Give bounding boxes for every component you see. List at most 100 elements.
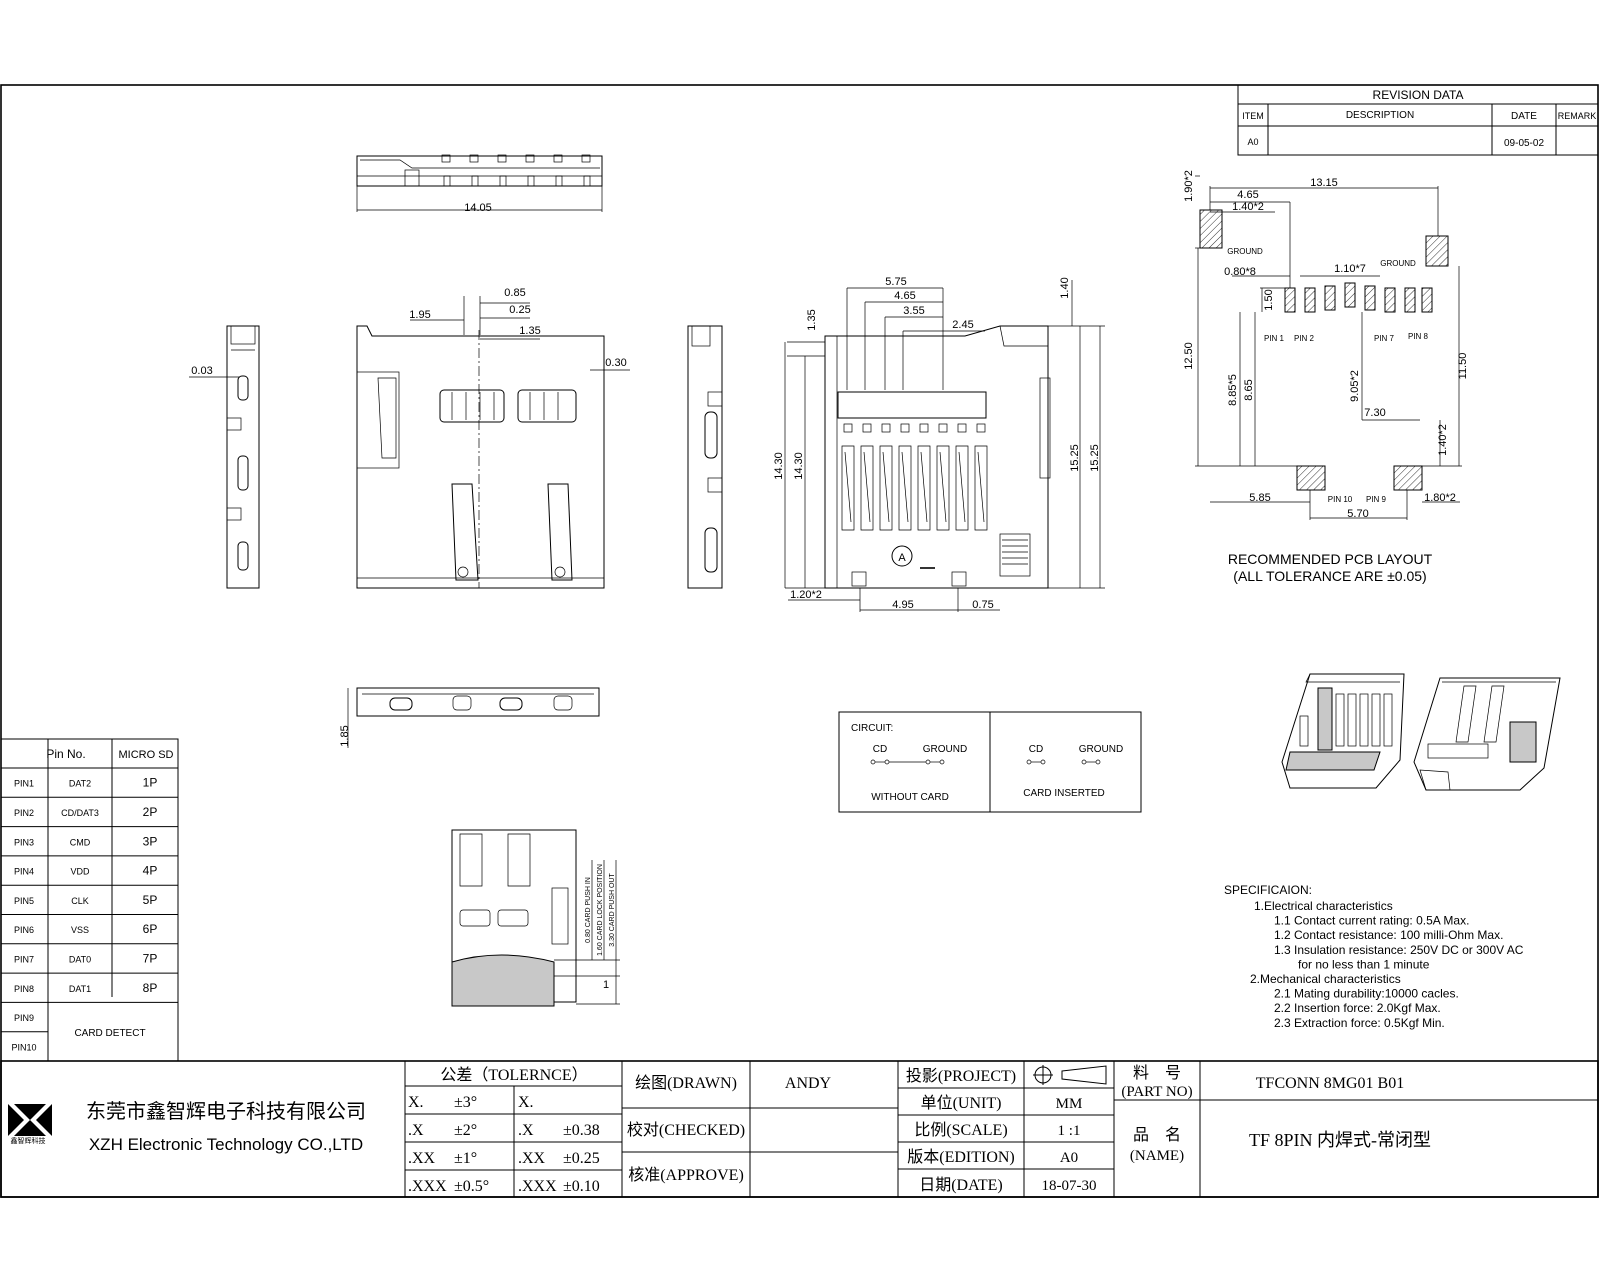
pcb-dim-885x5: 8.85*5 [1227,374,1239,406]
front-dim-5: 0.30 [605,357,626,369]
circuit-right-caption: CARD INSERTED [1023,788,1105,799]
revision-header-remark: REMARK [1558,111,1597,121]
pcb-dim-1250: 12.50 [1183,342,1195,370]
main-dim-1525a: 15.25 [1069,444,1081,472]
main-dim-140: 1.40 [1059,277,1071,298]
tolerance-cell: X. [518,1094,534,1111]
pcb-dim-730: 7.30 [1364,407,1385,419]
revision-row-item: A0 [1247,137,1258,147]
main-dim-1430b: 14.30 [793,452,805,480]
side-view-dim: 0.03 [191,365,212,377]
pcb-dim-140x2: 1.40*2 [1232,201,1264,213]
pin-table-pin: PIN10 [11,1042,36,1052]
approve-label: 核准(APPROVE) [628,1166,744,1184]
drawn-label: 绘图(DRAWN) [635,1074,737,1092]
revision-header-item: ITEM [1242,111,1264,121]
tolerance-cell: .X [518,1122,534,1139]
pin-table-sd: 5P [143,893,158,907]
circuit-title: CIRCUIT: [851,723,893,734]
pcb-layout: 13.15 4.65 1.40*2 1.90*2 0.80*8 1.10*7 1… [1183,170,1469,584]
spec-line: 2.1 Mating durability:10000 cacles. [1274,987,1459,1001]
pcb-dim-190x2: 1.90*2 [1183,170,1195,202]
pcb-label-pin1: PIN 1 [1264,334,1285,343]
front-dim-1: 0.85 [504,287,525,299]
front-dim-4: 1.35 [519,325,540,337]
tolerance-cell: X. [408,1094,424,1111]
pcb-dim-865: 8.65 [1243,379,1255,400]
pin-table-sd: 1P [143,776,158,790]
tolerance-cell: ±0.5° [454,1178,489,1195]
title-block: 鑫智辉科技 东莞市鑫智辉电子科技有限公司 XZH Electronic Tech… [0,1060,1599,1198]
pin-table-name: DAT1 [69,984,91,994]
pin-table-pin: PIN4 [14,867,34,877]
pin-table-pin: PIN8 [14,984,34,994]
revision-title: REVISION DATA [1373,88,1464,102]
company-name-cn: 东莞市鑫智辉电子科技有限公司 [86,1100,366,1123]
circuit-left-cd: CD [873,744,887,755]
part-no-sublabel: (PART NO) [1121,1084,1192,1100]
bottom-view: 1.85 [339,687,600,748]
specification: SPECIFICAION: 1.Electrical characteristi… [1224,883,1524,1030]
name-label: 品 名 [1133,1126,1181,1144]
main-dim-245: 2.45 [952,319,973,331]
pin-table-sd: 8P [143,981,158,995]
main-view: A 5.75 4.65 3.55 2.45 1.35 1.40 14.30 14 [773,276,1105,612]
tolerance-cell: ±0.10 [563,1178,600,1195]
pin-table-pin: PIN9 [14,1013,34,1023]
sheet-border [0,84,1599,1198]
unit-value: MM [1056,1096,1083,1112]
pin-table-pin: PIN6 [14,925,34,935]
company-logo [8,1104,52,1136]
main-view-marker-circle [891,545,913,567]
main-dim-120: 1.20*2 [790,589,822,601]
pin-table-pin: PIN7 [14,954,34,964]
revision-table: REVISION DATA ITEM DESCRIPTION DATE REMA… [1237,84,1599,156]
checked-label: 校对(CHECKED) [627,1121,745,1139]
pin-table-header-pin: Pin No. [46,747,85,761]
top-view: 14.05 [356,154,603,214]
date-label: 日期(DATE) [919,1176,1003,1194]
name-value: TF 8PIN 内焊式-常闭型 [1249,1130,1431,1150]
main-dim-1430a: 14.30 [773,452,785,480]
spec-line: 2.Mechanical characteristics [1250,972,1401,986]
tolerance-cell: ±3° [454,1094,477,1111]
pin-table-name: DAT0 [69,954,91,964]
pin-table-pin: PIN5 [14,896,34,906]
spec-line: 2.3 Extraction force: 0.5Kgf Min. [1274,1016,1445,1030]
pin-table-sd: 2P [143,805,158,819]
main-dim-465: 4.65 [894,290,915,302]
push-label-1: 0.80 CARD PUSH IN [585,877,592,943]
revision-header-date: DATE [1511,111,1537,122]
tolerance-cell: .XX [408,1150,436,1167]
pcb-dim-150: 1.50 [1263,289,1275,310]
pin-table-name: CLK [71,896,89,906]
pcb-dim-1315: 13.15 [1310,177,1338,189]
tolerance-cell: .X [408,1122,424,1139]
revision-header-description: DESCRIPTION [1346,110,1414,121]
pcb-dim-110x7: 1.10*7 [1334,263,1366,275]
circuit-left-ground: GROUND [923,744,967,755]
scale-value: 1 :1 [1058,1123,1081,1139]
pcb-label-ground-1: GROUND [1227,247,1263,256]
pin-table-name: CMD [70,837,91,847]
revision-row-date: 09-05-02 [1504,138,1544,149]
edition-value: A0 [1060,1150,1078,1166]
main-dim-575: 5.75 [885,276,906,288]
pin-table-sd: 4P [143,864,158,878]
pin-table-name: DAT2 [69,779,91,789]
push-view: 0.80 CARD PUSH IN 1.60 CARD LOCK POSITIO… [451,829,620,1007]
pcb-label-pin2: PIN 2 [1294,334,1315,343]
tolerance-cell: .XXX [408,1178,447,1195]
drawn-value: ANDY [785,1075,832,1092]
pin-table-header-sd: MICRO SD [119,749,174,761]
circuit-left-caption: WITHOUT CARD [871,792,949,803]
tolerance-cell: ±1° [454,1150,477,1167]
pin-table-sd: 3P [143,834,158,848]
isometric-view-right [1413,677,1561,791]
tolerance-cell: ±0.25 [563,1150,600,1167]
scale-label: 比例(SCALE) [914,1121,1007,1139]
date-value: 18-07-30 [1042,1178,1097,1194]
main-dim-355: 3.55 [903,305,924,317]
pin-table-name: VSS [71,925,89,935]
